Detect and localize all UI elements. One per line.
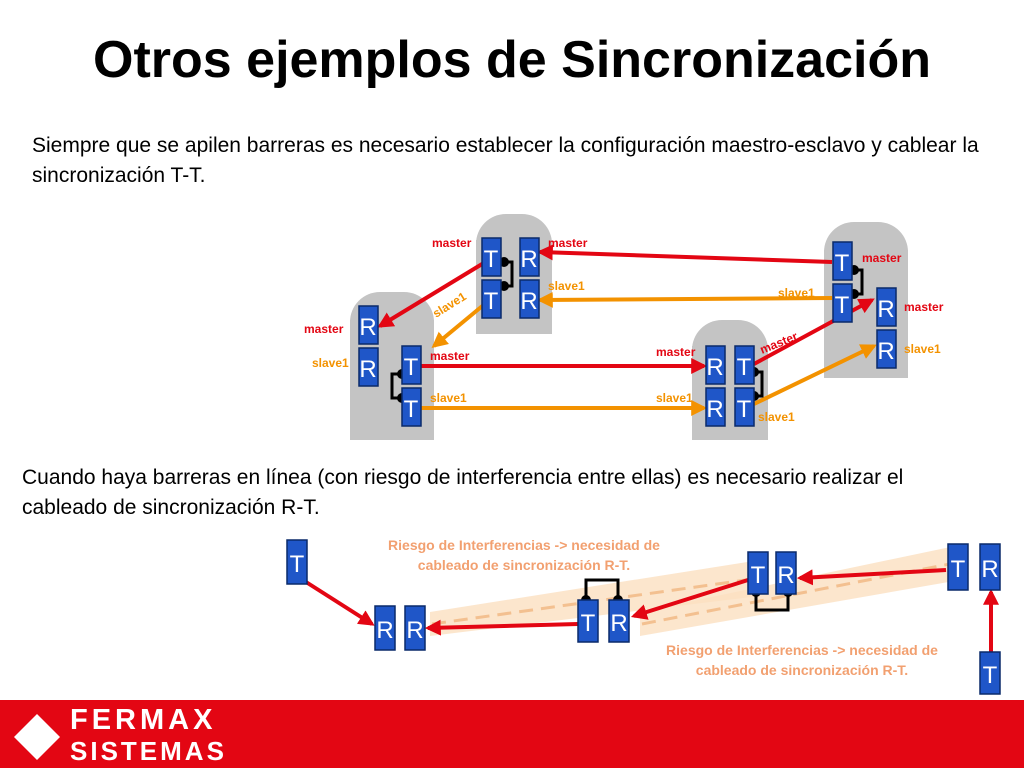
svg-text:slave1: slave1	[758, 410, 795, 424]
interference-arrows	[304, 568, 999, 652]
svg-text:master: master	[904, 300, 944, 314]
svg-text:slave1: slave1	[656, 391, 693, 405]
page-title: Otros ejemplos de Sincronización	[93, 31, 931, 89]
sync-diagram: R R T T T R T R R T R T T T R R T R R T …	[286, 214, 1001, 695]
svg-text:slave1: slave1	[312, 356, 349, 370]
svg-text:R: R	[706, 396, 723, 423]
svg-text:R: R	[406, 617, 423, 644]
svg-text:R: R	[359, 314, 376, 341]
svg-text:cableado de sincronización R-T: cableado de sincronización R-T.	[418, 557, 630, 573]
fermax-diamond-icon	[14, 714, 60, 760]
svg-text:T: T	[737, 396, 752, 423]
svg-text:T: T	[983, 662, 998, 689]
unit-letters: R R T T T R T R R T R T T T R R T R R T …	[290, 246, 999, 689]
svg-text:T: T	[835, 250, 850, 277]
inline-barriers-text: Cuando haya barreras en línea (con riesg…	[22, 466, 904, 519]
svg-text:R: R	[610, 610, 627, 637]
svg-text:Riesgo de Interferencias -> ne: Riesgo de Interferencias -> necesidad de	[388, 537, 660, 553]
brand-subtitle: SISTEMAS	[70, 736, 227, 766]
svg-text:master: master	[862, 251, 902, 265]
svg-text:R: R	[777, 562, 794, 589]
svg-text:master: master	[430, 349, 470, 363]
svg-text:T: T	[404, 354, 419, 381]
svg-text:R: R	[520, 288, 537, 315]
stacked-barriers-text: Siempre que se apilen barreras es necesa…	[32, 134, 979, 187]
svg-text:master: master	[656, 345, 696, 359]
svg-text:T: T	[404, 396, 419, 423]
svg-text:slave1: slave1	[904, 342, 941, 356]
svg-text:slave1: slave1	[548, 279, 585, 293]
svg-text:slave1: slave1	[430, 391, 467, 405]
svg-text:R: R	[520, 246, 537, 273]
svg-text:R: R	[877, 338, 894, 365]
sync-arrows	[377, 244, 877, 416]
svg-text:T: T	[951, 556, 966, 583]
barrier-units	[286, 237, 1001, 695]
interference-notes: Riesgo de Interferencias -> necesidad de…	[388, 537, 938, 678]
footer-bar: FERMAX SISTEMAS	[0, 700, 1024, 768]
svg-text:R: R	[359, 356, 376, 383]
svg-text:T: T	[484, 246, 499, 273]
svg-text:T: T	[751, 562, 766, 589]
svg-text:master: master	[432, 236, 472, 250]
svg-text:T: T	[290, 551, 305, 578]
svg-text:T: T	[484, 288, 499, 315]
svg-text:master: master	[548, 236, 588, 250]
brand-name: FERMAX	[70, 704, 217, 736]
svg-text:R: R	[706, 354, 723, 381]
svg-text:R: R	[376, 617, 393, 644]
svg-text:T: T	[581, 610, 596, 637]
svg-text:R: R	[981, 556, 998, 583]
svg-text:Riesgo de Interferencias -> ne: Riesgo de Interferencias -> necesidad de	[666, 642, 938, 658]
svg-text:master: master	[304, 322, 344, 336]
svg-text:slave1: slave1	[778, 286, 815, 300]
svg-text:T: T	[737, 354, 752, 381]
svg-text:T: T	[835, 292, 850, 319]
svg-text:R: R	[877, 296, 894, 323]
svg-text:cableado de sincronización R-T: cableado de sincronización R-T.	[696, 662, 908, 678]
